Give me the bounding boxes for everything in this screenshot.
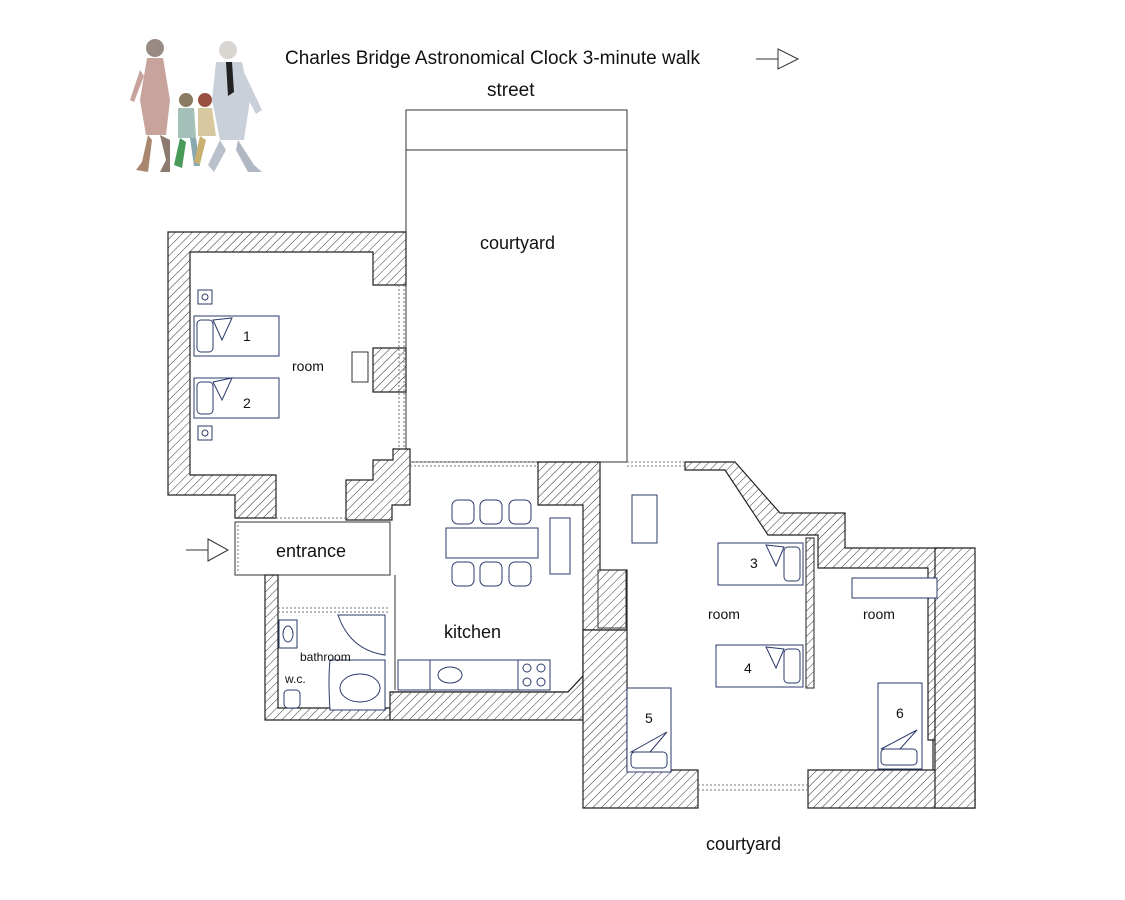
entrance-label: entrance — [276, 541, 346, 561]
courtyard-top-label: courtyard — [480, 233, 555, 253]
wardrobe — [631, 494, 658, 544]
entrance-arrow-icon — [186, 538, 230, 562]
bathtub — [328, 659, 386, 711]
bed-1: 1 — [193, 315, 280, 357]
arrow-right-icon — [756, 48, 800, 70]
toilet — [283, 689, 301, 709]
bed-4: 4 — [715, 644, 804, 688]
walk-text: Charles Bridge Astronomical Clock 3-minu… — [285, 48, 700, 69]
bathroom-label: bathroom — [300, 650, 351, 664]
shelf — [851, 577, 938, 599]
dining-table — [445, 499, 539, 587]
right-wing-walls — [582, 461, 976, 809]
window-seat — [351, 351, 369, 383]
kitchen-label: kitchen — [444, 622, 501, 642]
entrance-walls — [234, 517, 391, 576]
nightstand — [197, 425, 213, 441]
room-mid-label: room — [708, 606, 740, 622]
left-room-walls — [167, 231, 411, 521]
bed-2: 2 — [193, 377, 280, 419]
room-right-label: room — [863, 606, 895, 622]
bed-1-label: 1 — [243, 328, 251, 344]
room-left-label: room — [292, 358, 324, 374]
walking-family-icon — [130, 39, 262, 172]
bed-2-label: 2 — [243, 395, 251, 411]
sink — [278, 619, 298, 649]
sideboard — [549, 517, 571, 575]
bed-6-label: 6 — [896, 705, 904, 721]
bed-4-label: 4 — [744, 660, 752, 676]
shower — [337, 614, 386, 656]
wc-label: w.c. — [284, 672, 306, 686]
courtyard-top — [405, 109, 628, 463]
bed-5: 5 — [626, 687, 672, 773]
bed-6: 6 — [877, 682, 923, 770]
courtyard-bottom-label: courtyard — [706, 834, 781, 854]
street-label: street — [487, 80, 535, 101]
bed-3: 3 — [717, 542, 804, 586]
kitchen-counter — [397, 659, 551, 691]
bed-3-label: 3 — [750, 555, 758, 571]
bed-5-label: 5 — [645, 710, 653, 726]
nightstand — [197, 289, 213, 305]
